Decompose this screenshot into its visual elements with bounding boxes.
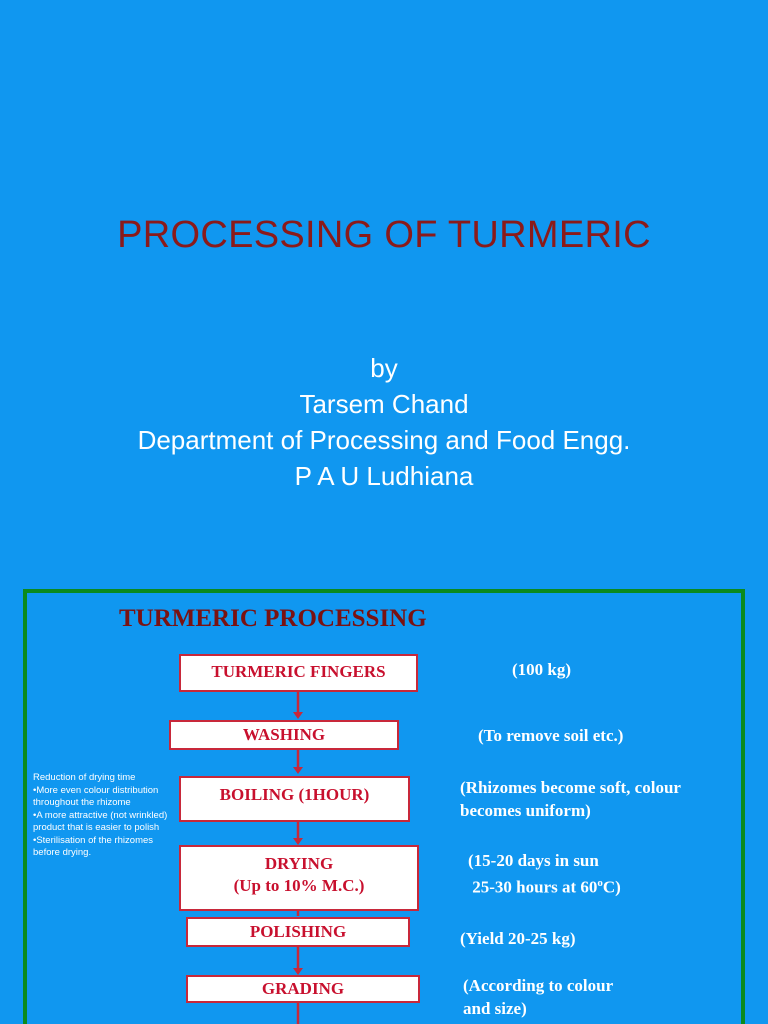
step-label: TURMERIC FINGERS [211, 662, 386, 681]
step-label: BOILING (1HOUR) [219, 785, 370, 804]
arrow-head [293, 968, 303, 975]
author-department: Department of Processing and Food Engg. [137, 425, 631, 455]
boiling-benefits-notes: Reduction of drying time •More even colo… [33, 772, 175, 860]
step-polishing: POLISHING [186, 917, 410, 947]
side-note: •Sterilisation of the rhizomes before dr… [33, 834, 154, 859]
step-note: (100 kg) [512, 660, 572, 679]
author-block: by Tarsem Chand Department of Processing… [0, 350, 768, 494]
step-note: (To remove soil etc.) [478, 726, 624, 745]
byline-by: by [370, 353, 398, 383]
flow-arrows [293, 692, 303, 1024]
step-boiling: BOILING (1HOUR) [179, 776, 410, 822]
author-name: Tarsem Chand [299, 389, 469, 419]
step-note: (Rhizomes become soft, colour becomes un… [460, 778, 681, 820]
arrow-head [293, 712, 303, 719]
side-note: Reduction of drying time [33, 772, 136, 783]
flowchart-slide: TURMERIC PROCESSING TURMERIC FINGERS (10… [0, 576, 768, 1024]
arrow-head [293, 838, 303, 845]
arrow-head [293, 767, 303, 774]
step-label: GRADING [261, 979, 345, 998]
step-label: DRYING [264, 854, 334, 873]
flowchart-title: TURMERIC PROCESSING [119, 605, 427, 632]
step-note-line: (15-20 days in sun [468, 851, 599, 870]
step-note: (Yield 20-25 kg) [460, 929, 576, 948]
step-washing: WASHING [169, 720, 399, 750]
slide-title: PROCESSING OF TURMERIC [117, 214, 651, 256]
side-note: •More even colour distribution throughou… [33, 784, 159, 809]
step-turmeric-fingers: TURMERIC FINGERS [179, 654, 418, 692]
step-note-line-end: C) [602, 877, 621, 897]
step-note-line: 25-30 hours at 60 [468, 877, 598, 897]
step-label: POLISHING [249, 922, 347, 941]
step-drying: DRYING (Up to 10% M.C.) [179, 845, 419, 911]
title-slide: PROCESSING OF TURMERIC by Tarsem Chand D… [0, 214, 768, 494]
step-note: (15-20 days in sun 25-30 hours at 60oC) [468, 849, 621, 899]
step-label-detail: (Up to 10% M.C.) [233, 876, 365, 895]
step-label: WASHING [242, 725, 326, 744]
degree-sup: o [597, 877, 603, 889]
author-institution: P A U Ludhiana [294, 461, 474, 491]
step-grading: GRADING [186, 975, 420, 1003]
slide-frame [23, 589, 745, 1024]
side-note: •A more attractive (not wrinkled) produc… [33, 809, 168, 834]
step-note: (According to colour and size) [463, 976, 614, 1018]
